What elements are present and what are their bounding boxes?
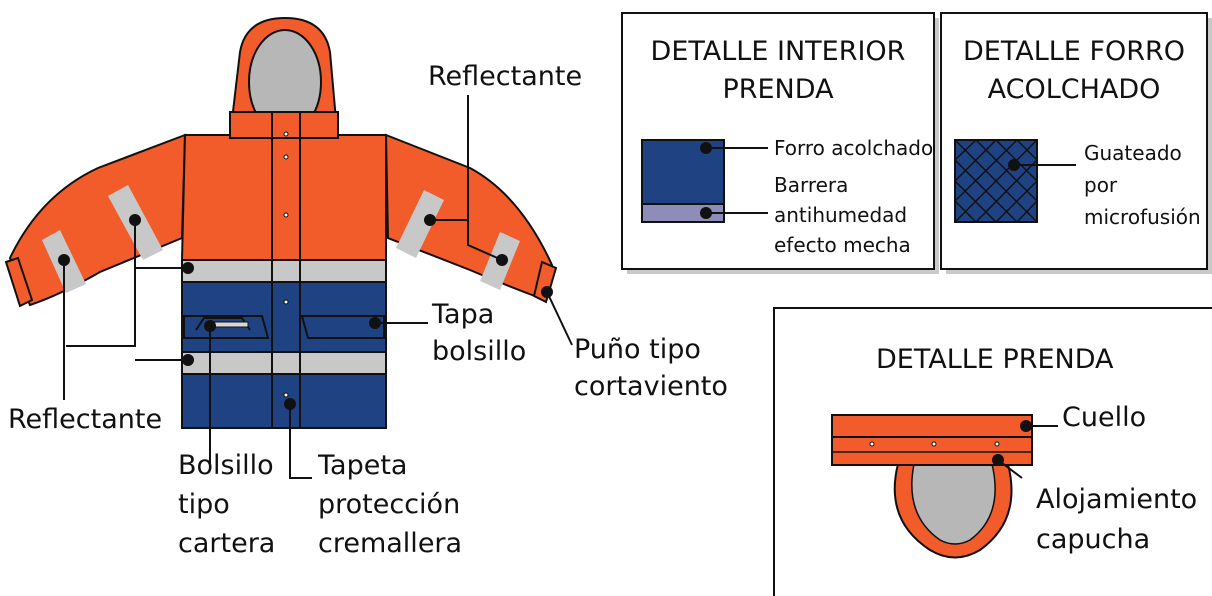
body-upper xyxy=(180,134,387,261)
left-cuff xyxy=(4,256,34,308)
label-guateado-2: por xyxy=(1084,173,1118,197)
label-tapa-line2: bolsillo xyxy=(432,336,526,367)
detalle-prenda-title: DETALLE PRENDA xyxy=(876,344,1114,375)
label-barrera-1: Barrera xyxy=(774,173,848,197)
label-barrera-3: efecto mecha xyxy=(774,233,911,257)
right-cuff xyxy=(532,260,558,304)
detalle-forro-panel: DETALLE FORRO ACOLCHADO Guateado por mic… xyxy=(940,12,1212,274)
label-bolsillo-line2: tipo xyxy=(178,489,230,520)
reflective-band-1 xyxy=(181,259,387,283)
hood-housing-inner xyxy=(911,463,996,545)
label-guateado-3: microfusión xyxy=(1084,205,1201,229)
label-bolsillo-line3: cartera xyxy=(178,528,275,559)
detalle-interior-panel: DETALLE INTERIOR PRENDA Forro acolchado … xyxy=(621,12,939,274)
label-forro-acolchado: Forro acolchado xyxy=(774,136,933,160)
label-cuello: Cuello xyxy=(1062,402,1146,433)
right-sleeve-reflective-upper xyxy=(396,190,444,258)
left-sleeve xyxy=(8,133,187,307)
leader-lines xyxy=(63,95,573,479)
detalle-forro-title-1: DETALLE FORRO xyxy=(963,36,1185,67)
detalle-interior-title-1: DETALLE INTERIOR xyxy=(651,36,906,67)
quilt-pattern xyxy=(954,139,1038,223)
label-barrera-2: antihumedad xyxy=(774,203,907,227)
detalle-prenda-panel: DETALLE PRENDA Cuello Alojamiento capuch… xyxy=(773,307,1212,596)
reflective-band-2 xyxy=(181,351,387,375)
label-bolsillo-line1: Bolsillo xyxy=(178,450,274,481)
label-puno-line1: Puño tipo xyxy=(574,334,701,365)
placket xyxy=(271,111,301,429)
detalle-interior-title-2: PRENDA xyxy=(722,74,834,105)
detalle-forro-title-2: ACOLCHADO xyxy=(988,74,1161,105)
label-puno-line2: cortaviento xyxy=(574,371,728,402)
right-pocket-flap xyxy=(300,315,385,339)
jacket-illustration xyxy=(4,16,558,429)
placket-snaps xyxy=(283,131,289,398)
collar-band-top xyxy=(831,414,1033,438)
label-reflectante-top: Reflectante xyxy=(428,61,582,92)
label-alojamiento-2: capucha xyxy=(1036,524,1150,555)
label-tapeta-line3: cremallera xyxy=(318,528,462,559)
label-tapeta-line1: Tapeta xyxy=(317,450,407,481)
label-alojamiento-1: Alojamiento xyxy=(1036,484,1197,515)
label-guateado-1: Guateado xyxy=(1084,141,1182,165)
label-tapeta-line2: protección xyxy=(318,489,460,520)
label-tapa-line1: Tapa xyxy=(431,299,494,330)
label-reflectante-left: Reflectante xyxy=(8,404,162,435)
